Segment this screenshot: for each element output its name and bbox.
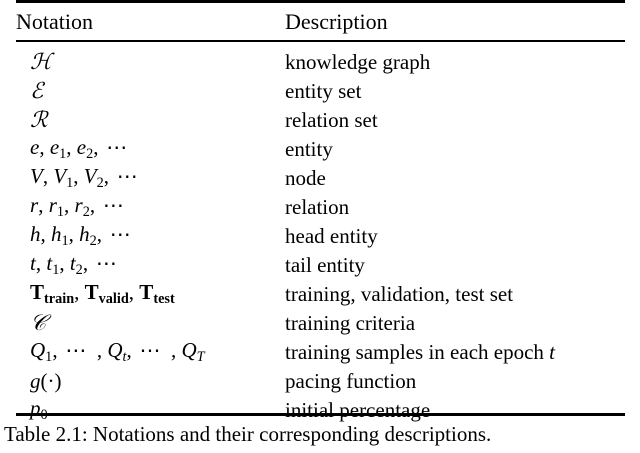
epoch-variable: t: [549, 340, 556, 364]
notation-cell: t, t1, t2, ⋯: [16, 251, 285, 278]
symbol-script-h: ℋ: [30, 49, 52, 75]
description-cell: relation set: [285, 108, 378, 132]
table-row: t, t1, t2, ⋯ tail entity: [16, 251, 625, 280]
description-cell: node: [285, 166, 326, 190]
table-row: p0 initial percentage: [16, 396, 625, 425]
description-cell: relation: [285, 195, 350, 219]
column-header-description: Description: [285, 8, 388, 34]
notation-cell: r, r1, r2, ⋯: [16, 193, 285, 220]
table-bottom-rule: [16, 413, 625, 416]
ellipsis-icon: ⋯: [106, 135, 131, 160]
table-row: ℰ entity set: [16, 77, 625, 106]
symbol-script-e: ℰ: [30, 78, 44, 104]
description-cell: tail entity: [285, 253, 365, 277]
ellipsis-icon: ⋯: [65, 338, 90, 363]
description-text: training samples in each epoch t: [285, 340, 556, 364]
table-bottom-rule-wrap: [16, 413, 625, 416]
description-cell: pacing function: [285, 369, 417, 393]
symbol-script-r: ℛ: [30, 107, 48, 133]
table-row: 𝒞 training criteria: [16, 309, 625, 338]
ellipsis-icon: ⋯: [109, 222, 134, 247]
ellipsis-icon: ⋯: [102, 193, 127, 218]
notation-cell: V, V1, V2, ⋯: [16, 164, 285, 191]
notation-cell: p0: [30, 396, 48, 423]
notation-cell: g(·): [30, 369, 62, 393]
description-cell: training, validation, test set: [285, 282, 514, 306]
notation-cell: ℛ: [16, 107, 285, 133]
table-row: h, h1, h2, ⋯ head entity: [16, 222, 625, 251]
table-row: Q1, ⋯ , Qt, ⋯ , QT training samples in e…: [16, 338, 625, 367]
table-row: r, r1, r2, ⋯ relation: [16, 193, 625, 222]
notation-cell: Ttrain, Tvalid, Ttest: [30, 280, 175, 308]
symbol-script-c: 𝒞: [30, 310, 47, 336]
table-row: ℛ relation set: [16, 106, 625, 135]
description-cell: knowledge graph: [285, 50, 431, 74]
notation-cell: ℋ: [16, 49, 285, 75]
column-header-notation: Notation: [16, 8, 93, 34]
table-row: Ttrain, Tvalid, Ttest training, validati…: [16, 280, 625, 309]
notation-cell: e, e1, e2, ⋯: [16, 135, 285, 162]
center-dot-icon: ·: [47, 369, 55, 393]
description-cell: training criteria: [285, 311, 416, 335]
table-row: e, e1, e2, ⋯ entity: [16, 135, 625, 164]
description-cell: initial percentage: [285, 398, 431, 422]
description-cell: head entity: [285, 224, 378, 248]
table-header-rule: [16, 40, 625, 42]
table-header-row: Notation Description: [16, 3, 625, 40]
notation-cell: 𝒞: [16, 310, 285, 336]
description-cell: training samples in each epoch t: [285, 342, 625, 363]
notation-cell: ℰ: [16, 78, 285, 104]
table-body: ℋ knowledge graph ℰ entity set ℛ relatio…: [16, 42, 625, 430]
table-row: V, V1, V2, ⋯ node: [16, 164, 625, 193]
description-cell: entity: [285, 137, 333, 161]
description-cell: entity set: [285, 79, 362, 103]
ellipsis-icon: ⋯: [95, 251, 120, 276]
notation-table: Notation Description ℋ knowledge graph ℰ…: [16, 0, 625, 430]
ellipsis-icon: ⋯: [116, 164, 141, 189]
table-top-rule: [16, 0, 625, 3]
notation-cell: Q1, ⋯ , Qt, ⋯ , QT: [30, 338, 205, 366]
table-row: g(·) pacing function: [16, 367, 625, 396]
ellipsis-icon: ⋯: [139, 338, 164, 363]
notation-cell: h, h1, h2, ⋯: [16, 222, 285, 249]
table-row: ℋ knowledge graph: [16, 48, 625, 77]
table-caption: Table 2.1: Notations and their correspon…: [4, 422, 492, 446]
